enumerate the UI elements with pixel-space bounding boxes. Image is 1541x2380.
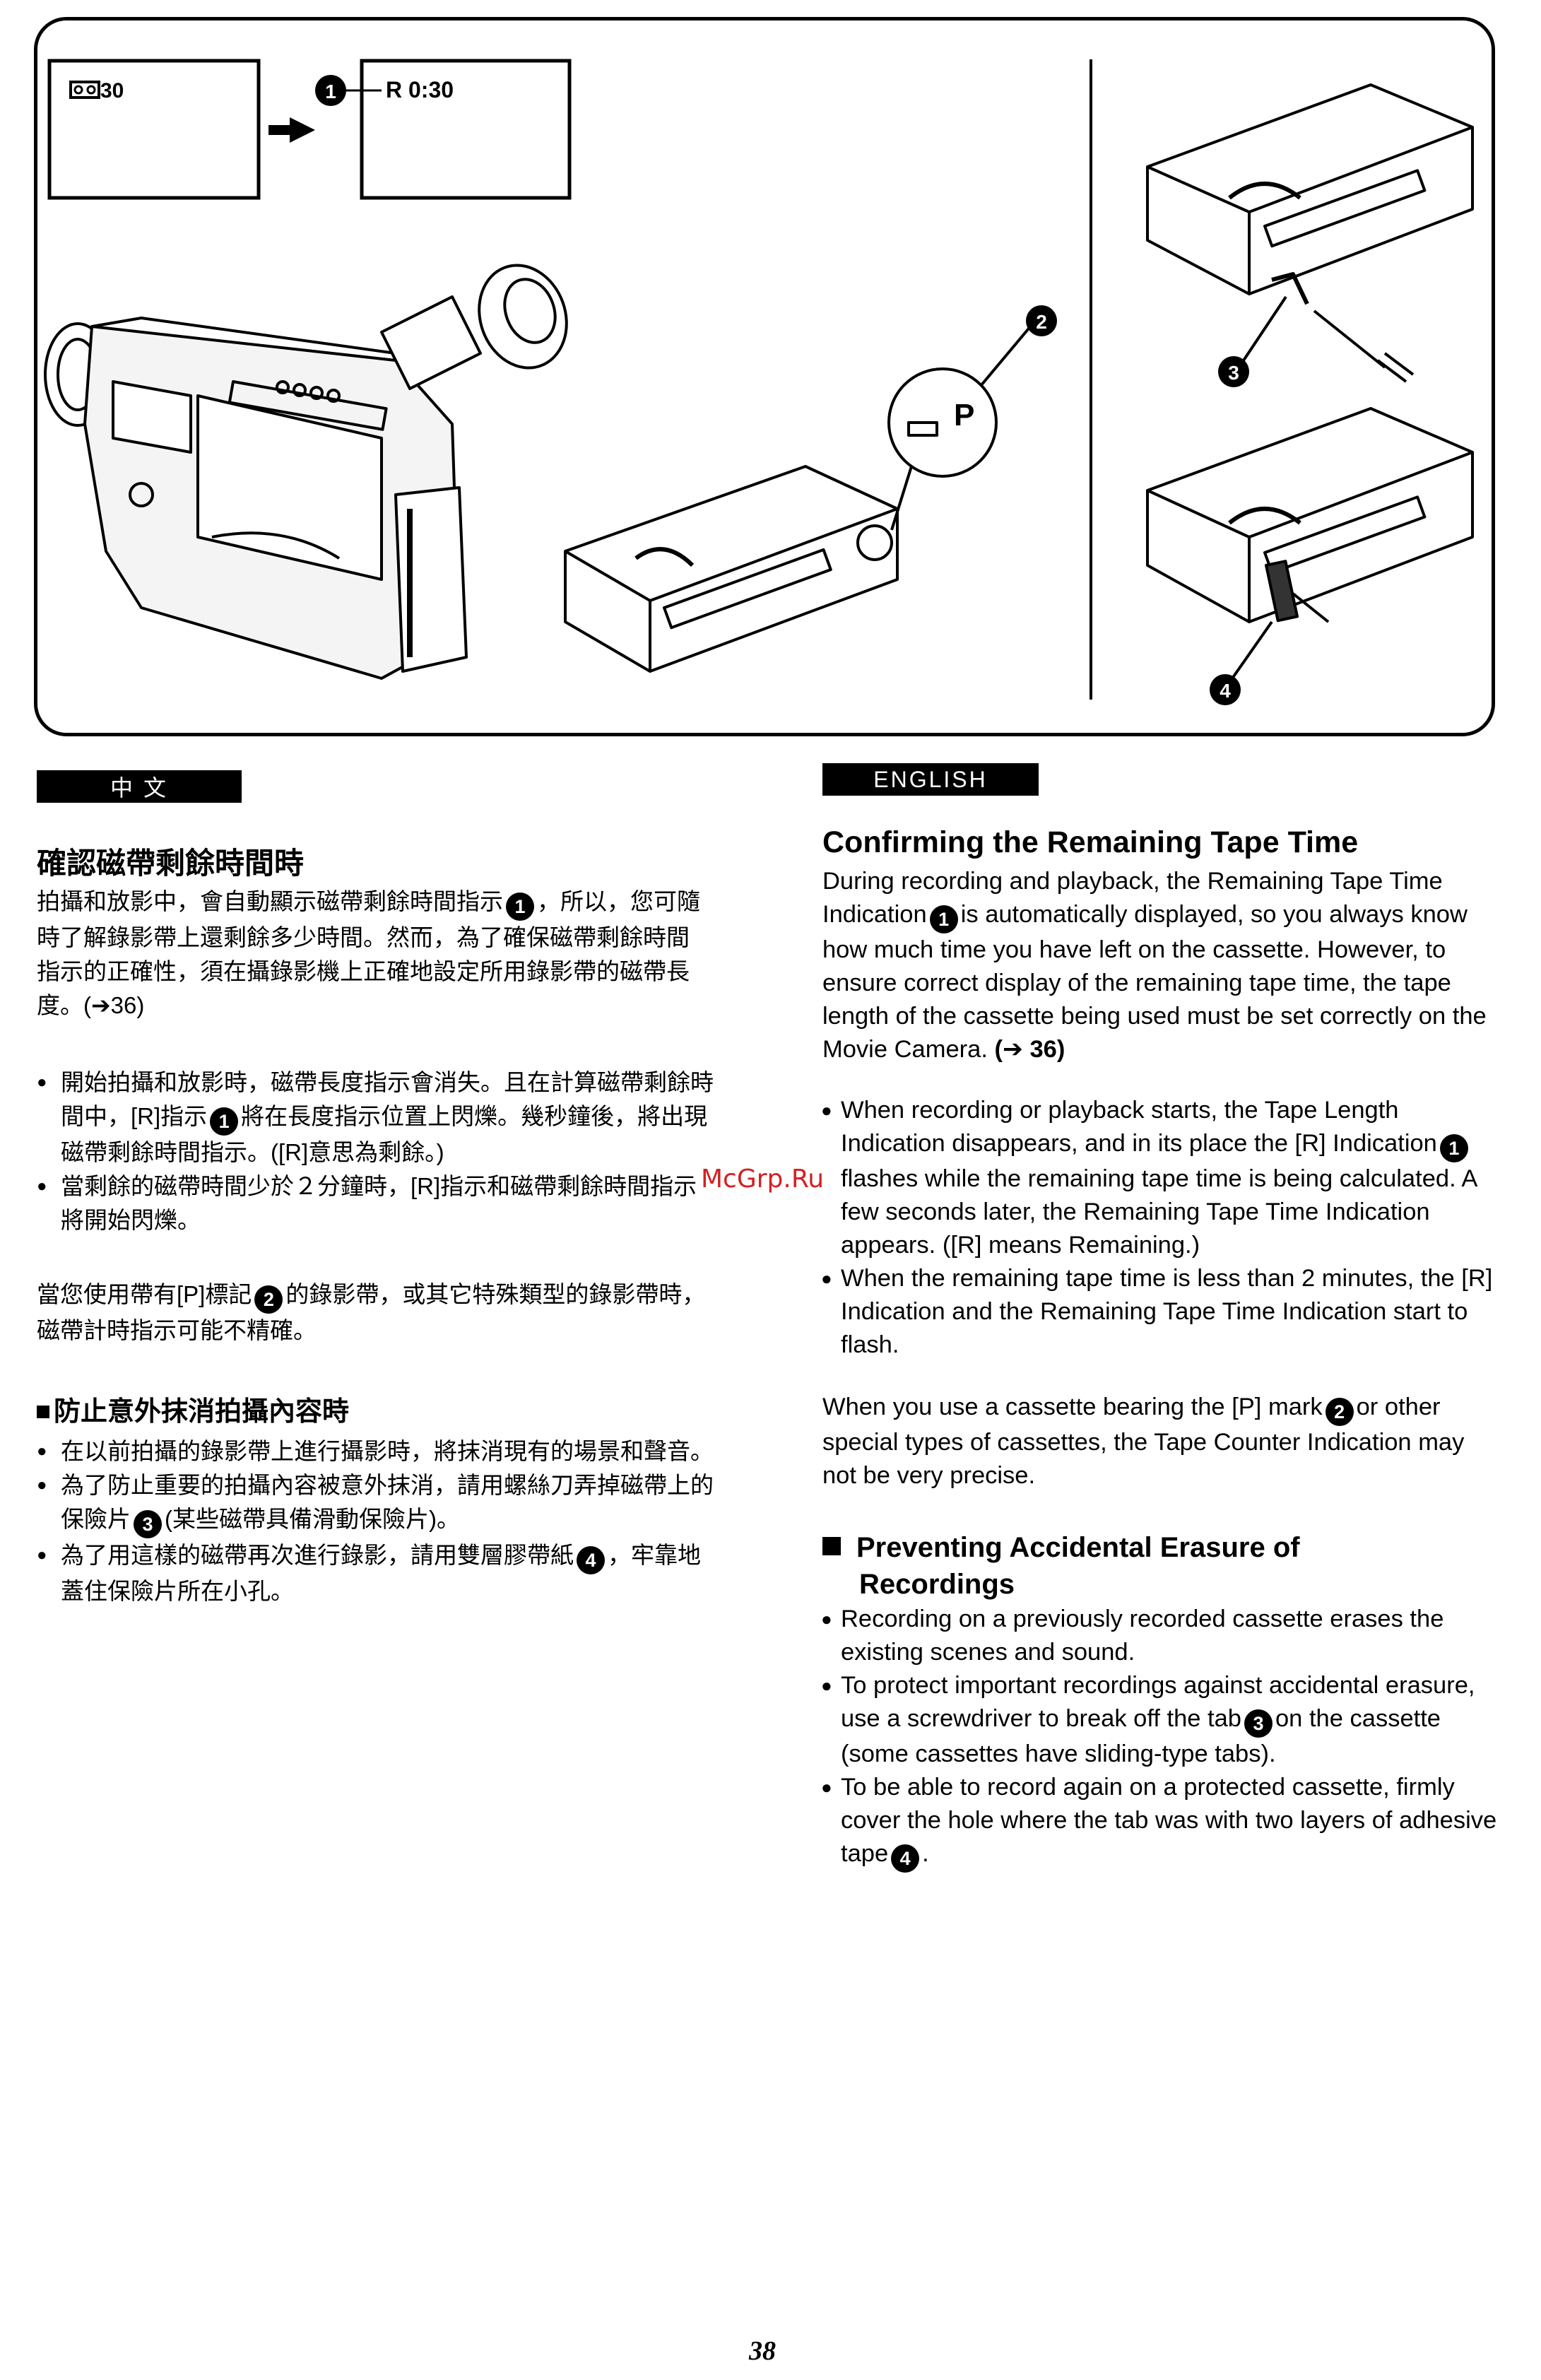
callout-1-badge: 1 [506,892,534,921]
english-bullet: To be able to record again on a protecte… [821,1771,1501,1873]
callout-1-badge: 1 [210,1107,239,1136]
svg-text:1: 1 [325,81,336,102]
callout-3-badge: 3 [134,1510,162,1538]
illustration: 30 R 0:30 1 [44,59,1474,705]
callout-3: 3 [1218,356,1249,387]
chinese-sub-bullets: 在以前拍攝的錄影帶上進行攝影時，將抹消現有的場景和聲音。 為了防止重要的拍攝內容… [37,1435,715,1608]
arrow-right-icon [268,117,315,143]
watermark: McGrp.Ru [701,1165,825,1194]
callout-1: 1 [315,75,346,106]
chinese-bullets: 開始拍攝和放影時，磁帶長度指示會消失。且在計算磁帶剩餘時間中，[R]指示1將在長… [37,1066,715,1237]
english-subtitle: Preventing Accidental Erasure of Recordi… [822,1529,1424,1603]
english-tag: ENGLISH [822,763,1039,796]
chinese-bullet: 開始拍攝和放影時，磁帶長度指示會消失。且在計算磁帶剩餘時間中，[R]指示1將在長… [37,1066,715,1170]
cassette-tab-break-drawing [1146,83,1474,383]
p-mark-text: P [954,398,974,432]
callout-4-badge: 4 [577,1546,605,1574]
lcd-screen-before: 30 [47,59,261,200]
callout-3-badge: 3 [1244,1709,1273,1738]
chinese-subtitle: 防止意外抹消拍攝內容時 [37,1389,349,1428]
english-bullets: When recording or playback starts, the T… [821,1094,1501,1362]
illustration-frame [34,17,1495,736]
english-bullet: To protect important recordings against … [821,1669,1501,1771]
chinese-bullet: 在以前拍攝的錄影帶上進行攝影時，將抹消現有的場景和聲音。 [37,1435,715,1468]
cassette-p-mark-drawing: P [564,324,1033,673]
english-sub-bullets: Recording on a previously recorded casse… [821,1603,1501,1873]
callout-2-badge: 2 [1325,1398,1354,1426]
callout-1-badge: 1 [1439,1134,1468,1162]
english-bullet: Recording on a previously recorded casse… [821,1603,1501,1669]
english-p-note: When you use a cassette bearing the [P] … [822,1394,1465,1489]
svg-text:4: 4 [1220,680,1231,702]
lcd-screen-after: R 0:30 [345,59,572,200]
callout-4: 4 [1210,674,1241,705]
english-intro: During recording and playback, the Remai… [822,868,1487,1063]
chinese-title: 確認磁帶剩餘時間時 [37,847,305,880]
cassette-tape-cover-drawing [1146,407,1474,680]
lcd-before-text: 30 [100,79,124,102]
english-title: Confirming the Remaining Tape Time [822,825,1359,859]
lcd-after-text: R 0:30 [386,77,454,102]
callout-2-badge: 2 [254,1285,283,1314]
callout-1-badge: 1 [929,905,958,933]
camcorder-drawing [44,264,568,680]
chinese-bullet: 為了防止重要的拍攝內容被意外抹消，請用螺絲刀弄掉磁帶上的保險片3(某些磁帶具備滑… [37,1468,715,1538]
english-bullet: When the remaining tape time is less tha… [821,1262,1501,1362]
chinese-tag: 中 文 [37,770,242,803]
callout-4-badge: 4 [891,1844,920,1873]
callout-2: 2 [1026,305,1057,336]
chinese-bullet: 當剩餘的磁帶時間少於２分鐘時，[R]指示和磁帶剩餘時間指示將開始閃爍。 [37,1170,715,1237]
svg-text:3: 3 [1228,362,1239,384]
english-bullet: When recording or playback starts, the T… [821,1094,1501,1262]
svg-text:2: 2 [1036,311,1047,333]
page-number: 38 [749,2336,776,2366]
